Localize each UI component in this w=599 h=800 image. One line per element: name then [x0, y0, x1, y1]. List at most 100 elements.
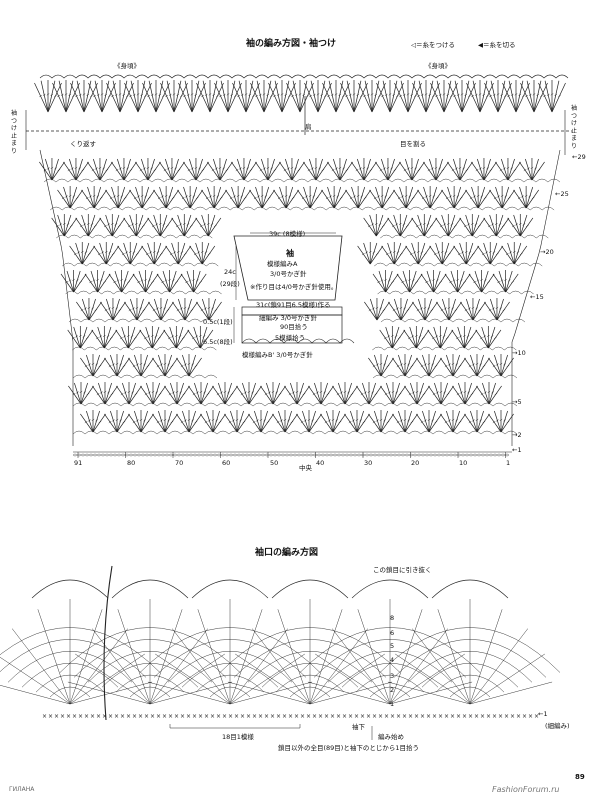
- chain-stitch: [105, 453, 109, 457]
- stitch-tick: [227, 391, 230, 394]
- stitch-tick: [54, 167, 57, 170]
- cuff-arc: [219, 627, 401, 673]
- stitch-tick: [161, 195, 164, 198]
- pattern-fan: [387, 158, 395, 181]
- stitch-tick: [427, 418, 431, 421]
- stitch-tick: [416, 250, 420, 253]
- cuff-fan-ray: [149, 653, 225, 705]
- stitch-tick: [506, 365, 510, 368]
- cuff-arc: [233, 639, 387, 678]
- pattern-fan: [141, 186, 150, 209]
- sc-stitch: ×: [492, 713, 497, 720]
- sc-stitch: ×: [420, 713, 425, 720]
- pattern-fan: [115, 329, 129, 349]
- pattern-fan: [129, 242, 138, 265]
- stitch-tick: [522, 223, 526, 226]
- pattern-fan: [501, 245, 515, 265]
- pattern-fan: [519, 161, 533, 181]
- pattern-fan: [177, 214, 185, 237]
- stitch-tick: [462, 167, 465, 170]
- stitch-tick: [190, 93, 194, 96]
- sc-stitch: ×: [60, 713, 65, 720]
- chain-stitch: [73, 453, 77, 457]
- pattern-fan: [176, 382, 184, 405]
- stitch-tick: [131, 391, 134, 394]
- stitch-tick: [57, 95, 60, 98]
- stitch-tick: [434, 365, 438, 368]
- stitch-tick: [494, 222, 498, 225]
- stitch-tick: [170, 421, 174, 424]
- stitch-tick: [392, 93, 396, 96]
- stitch-tick: [312, 195, 316, 198]
- pattern-fan: [423, 214, 432, 237]
- cuff-arc: [87, 651, 213, 683]
- stitch-tick: [140, 279, 144, 282]
- stitch-tick: [331, 169, 335, 172]
- stitch-tick: [103, 390, 107, 393]
- stitch-tick: [460, 93, 464, 96]
- sc-stitch: ×: [156, 713, 161, 720]
- pattern-fan: [350, 410, 358, 433]
- chain-stitch: [249, 453, 253, 457]
- stitch-tick: [356, 93, 360, 96]
- cuff-arc: [379, 627, 561, 673]
- stitch-tick: [338, 93, 342, 96]
- bodice-fan: [292, 80, 301, 113]
- bodice-fan: [227, 82, 242, 113]
- stitch-tick: [430, 167, 434, 170]
- stitch-tick: [488, 225, 491, 228]
- stitch-tick: [404, 194, 408, 197]
- pattern-fan: [129, 214, 137, 237]
- stitch-tick: [339, 197, 343, 200]
- stitch-tick: [78, 93, 82, 96]
- stitch-tick: [480, 195, 484, 198]
- bodice-fan: [425, 82, 440, 113]
- stitch-tick: [75, 279, 79, 282]
- pattern-fan: [374, 354, 382, 377]
- pattern-fan: [459, 242, 467, 265]
- pattern-fan: [236, 385, 250, 405]
- stitch-tick: [374, 393, 378, 396]
- pattern-fan: [339, 161, 353, 181]
- stitch-tick: [410, 166, 414, 169]
- stitch-tick: [550, 93, 554, 96]
- cuff-arc: [49, 686, 91, 698]
- stitch-tick: [342, 167, 345, 170]
- stitch-tick: [66, 223, 70, 226]
- cuff-fan-ray: [149, 609, 183, 705]
- stitch-tick: [353, 195, 356, 198]
- col-num: 91: [74, 459, 83, 467]
- pattern-fan: [442, 298, 450, 321]
- pattern-fan: [416, 382, 424, 405]
- pattern-fan: [73, 326, 81, 349]
- stitch-tick: [75, 335, 79, 338]
- pattern-fan: [488, 329, 502, 349]
- stitch-tick: [403, 418, 407, 421]
- stitch-tick: [486, 167, 489, 170]
- stitch-tick: [148, 391, 151, 394]
- bodice-fan: [376, 82, 391, 113]
- pattern-fan: [363, 158, 371, 181]
- pattern-fan: [296, 413, 310, 433]
- stitch-tick: [209, 195, 212, 198]
- pattern-fan: [345, 189, 359, 209]
- stitch-tick: [108, 95, 111, 98]
- pattern-fan: [459, 217, 473, 237]
- stitch-tick: [435, 197, 439, 200]
- chain-stitch: [449, 453, 453, 457]
- stitch-tick: [366, 93, 370, 96]
- divide-stitches-label: 目を割る: [400, 140, 426, 148]
- stitch-tick: [453, 225, 457, 228]
- stitch-tick: [280, 93, 284, 96]
- stitch-tick: [152, 309, 156, 312]
- under-sleeve-label: 袖下: [352, 723, 365, 731]
- stitch-tick: [407, 363, 410, 366]
- stitch-tick: [442, 335, 446, 338]
- stitch-tick: [448, 419, 451, 422]
- pattern-fan: [206, 410, 214, 433]
- stitch-tick: [292, 391, 295, 394]
- stitch-tick: [50, 93, 54, 96]
- stitch-tick: [372, 365, 376, 368]
- pattern-fan: [501, 186, 510, 209]
- pattern-fan: [90, 270, 98, 293]
